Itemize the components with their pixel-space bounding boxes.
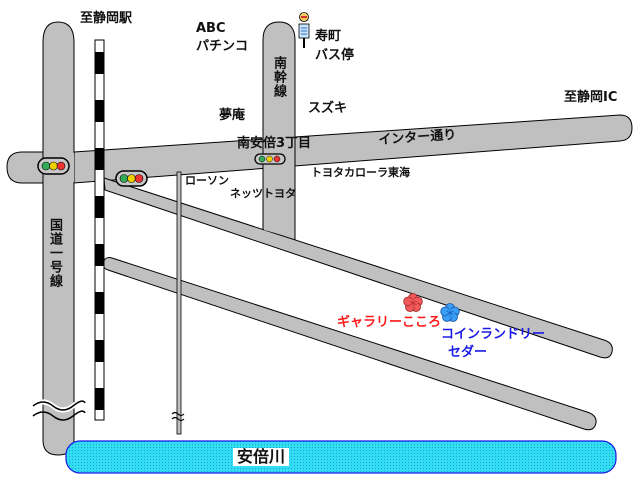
bus-stop-label: バス停	[315, 48, 355, 63]
road-inter-dori	[73, 114, 633, 184]
direction-shizuoka-ic: 至静岡IC	[564, 90, 618, 105]
railway-track-icon	[94, 39, 105, 421]
road-thin-vertical	[171, 171, 185, 435]
landmark-netz-toyota: ネッツトヨタ	[230, 187, 296, 200]
road-nankan	[262, 21, 296, 241]
bus-stop-name: 寿町	[315, 29, 342, 44]
landmark-lawson: ローソン	[185, 174, 229, 187]
flower-marker-icon	[403, 293, 423, 312]
landmark-suzuki: スズキ	[308, 101, 348, 116]
road-route1	[42, 21, 75, 456]
destination-laundry-sub: セダー	[448, 345, 488, 360]
landmark-yumean: 夢庵	[219, 108, 246, 123]
wavy-break-icon	[171, 411, 185, 422]
traffic-light-icon	[254, 153, 286, 165]
landmark-toyota-corolla: トヨタカローラ東海	[311, 166, 410, 179]
river-abe	[65, 440, 617, 474]
landmark-pachinko: パチンコ	[196, 39, 249, 54]
river-label: 安倍川	[233, 447, 290, 467]
bus-stop-icon	[298, 12, 310, 48]
flower-marker-icon	[440, 303, 460, 322]
traffic-light-icon	[115, 170, 148, 187]
road-label-nankan: 南幹線	[270, 56, 286, 98]
intersection-label: 南安倍3丁目	[237, 136, 312, 151]
traffic-light-icon	[37, 157, 70, 175]
destination-gallery: ギャラリーこころ	[337, 315, 442, 330]
landmark-abc: ABC	[196, 21, 226, 36]
road-diagonal-upper	[103, 177, 613, 359]
road-label-route1: 国道一号線	[46, 218, 62, 288]
destination-laundry: コインランドリー	[441, 327, 546, 342]
road-west-stub	[6, 151, 44, 184]
wavy-break-icon	[31, 398, 88, 421]
direction-shizuoka-station: 至静岡駅	[80, 11, 133, 26]
